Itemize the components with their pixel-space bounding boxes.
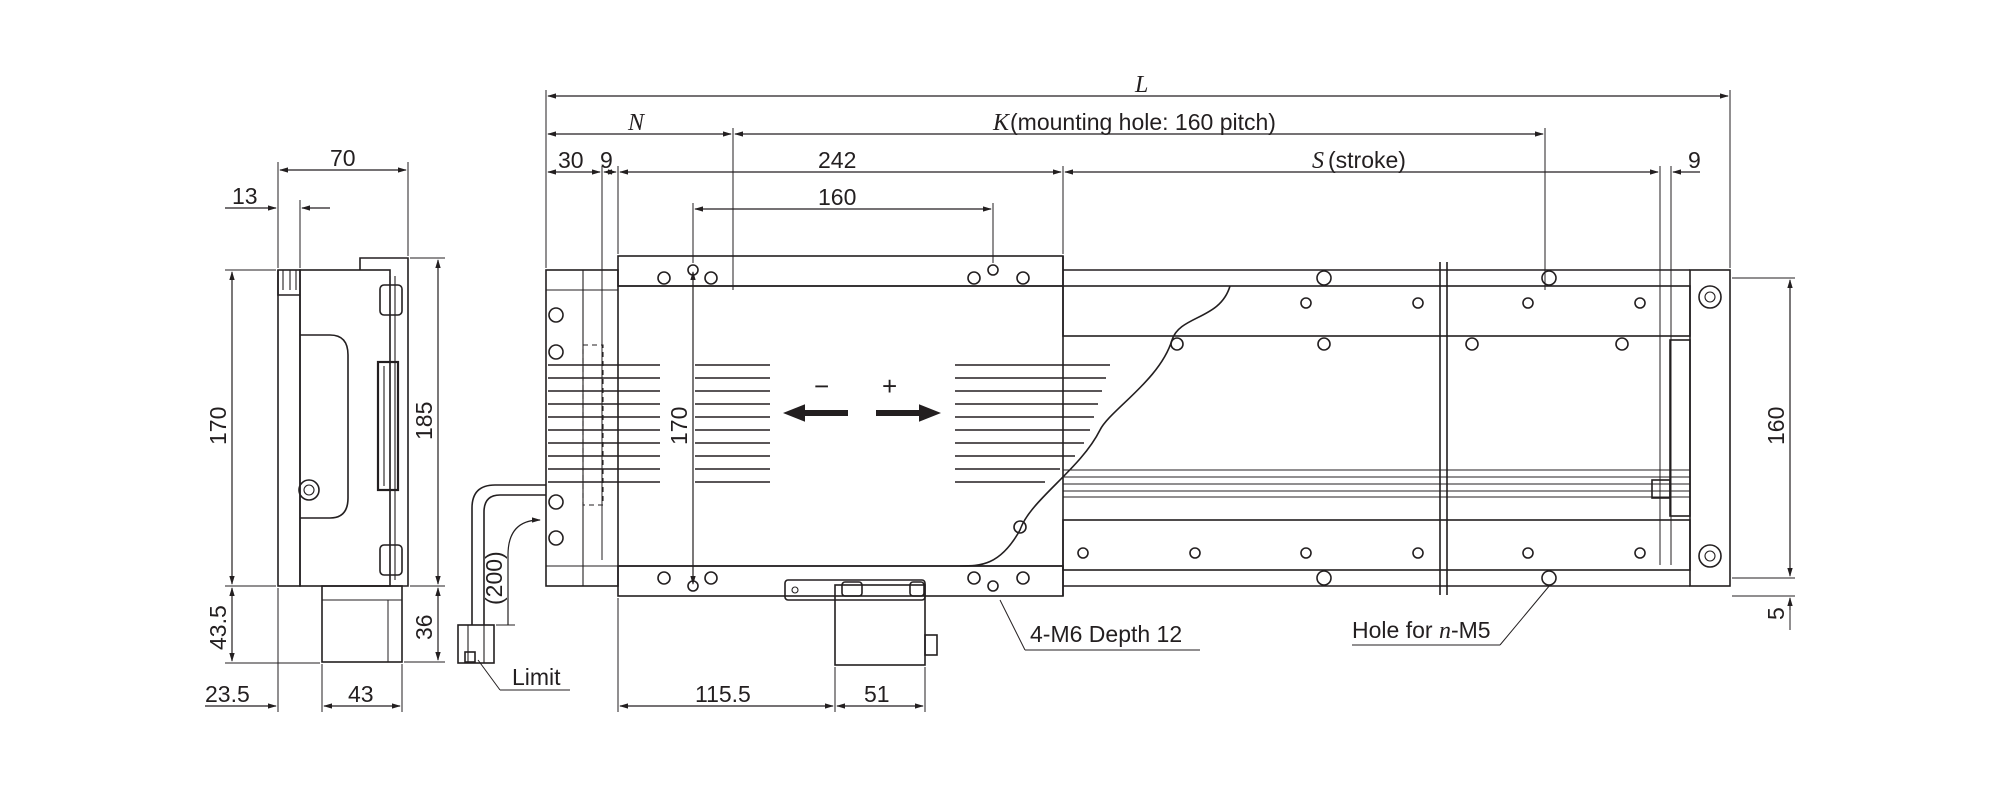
- label-9-left: 9: [600, 147, 613, 173]
- label-70: 70: [330, 145, 356, 171]
- label-S: S: [1312, 148, 1324, 174]
- label-51: 51: [864, 681, 890, 707]
- label-K-text: (mounting hole: 160 pitch): [1010, 109, 1276, 135]
- label-43: 43: [348, 681, 374, 707]
- hole-label-var: n: [1439, 618, 1451, 644]
- plus-sign: +: [882, 371, 897, 401]
- label-K: K: [992, 110, 1011, 136]
- dimension-lines: [205, 90, 1795, 712]
- label-200: (200): [481, 551, 507, 605]
- label-5: 5: [1763, 607, 1789, 620]
- label-185: 185: [411, 402, 437, 440]
- hole-label: Hole for n-M5: [1352, 617, 1491, 644]
- cover-stripes: [548, 364, 1110, 483]
- label-S-text: (stroke): [1328, 147, 1406, 173]
- label-9-right: 9: [1688, 147, 1701, 173]
- label-170-center: 170: [666, 407, 692, 445]
- label-160-right: 160: [1763, 407, 1789, 445]
- label-30: 30: [558, 147, 584, 173]
- label-23-5: 23.5: [205, 681, 250, 707]
- label-170-side: 170: [205, 407, 231, 445]
- actuator-body: [457, 255, 1731, 666]
- side-view: [277, 257, 409, 663]
- mounting-holes: [548, 264, 1646, 592]
- dimension-labels: L N K (mounting hole: 160 pitch) S (stro…: [205, 72, 1789, 707]
- label-13: 13: [232, 183, 258, 209]
- hole-label-prefix: Hole for: [1352, 617, 1439, 643]
- label-L: L: [1134, 72, 1148, 98]
- label-160-top: 160: [818, 184, 856, 210]
- label-43-5: 43.5: [205, 605, 231, 650]
- hole-label-suffix: -M5: [1451, 617, 1491, 643]
- label-36: 36: [411, 614, 437, 640]
- label-N: N: [627, 110, 646, 136]
- annotation-labels: − + Limit 4-M6 Depth 12 Hole for n-M5: [512, 371, 1491, 690]
- m6-label: 4-M6 Depth 12: [1030, 621, 1182, 647]
- minus-sign: −: [814, 371, 829, 401]
- limit-label: Limit: [512, 664, 561, 690]
- label-115-5: 115.5: [695, 681, 751, 707]
- label-242: 242: [818, 147, 856, 173]
